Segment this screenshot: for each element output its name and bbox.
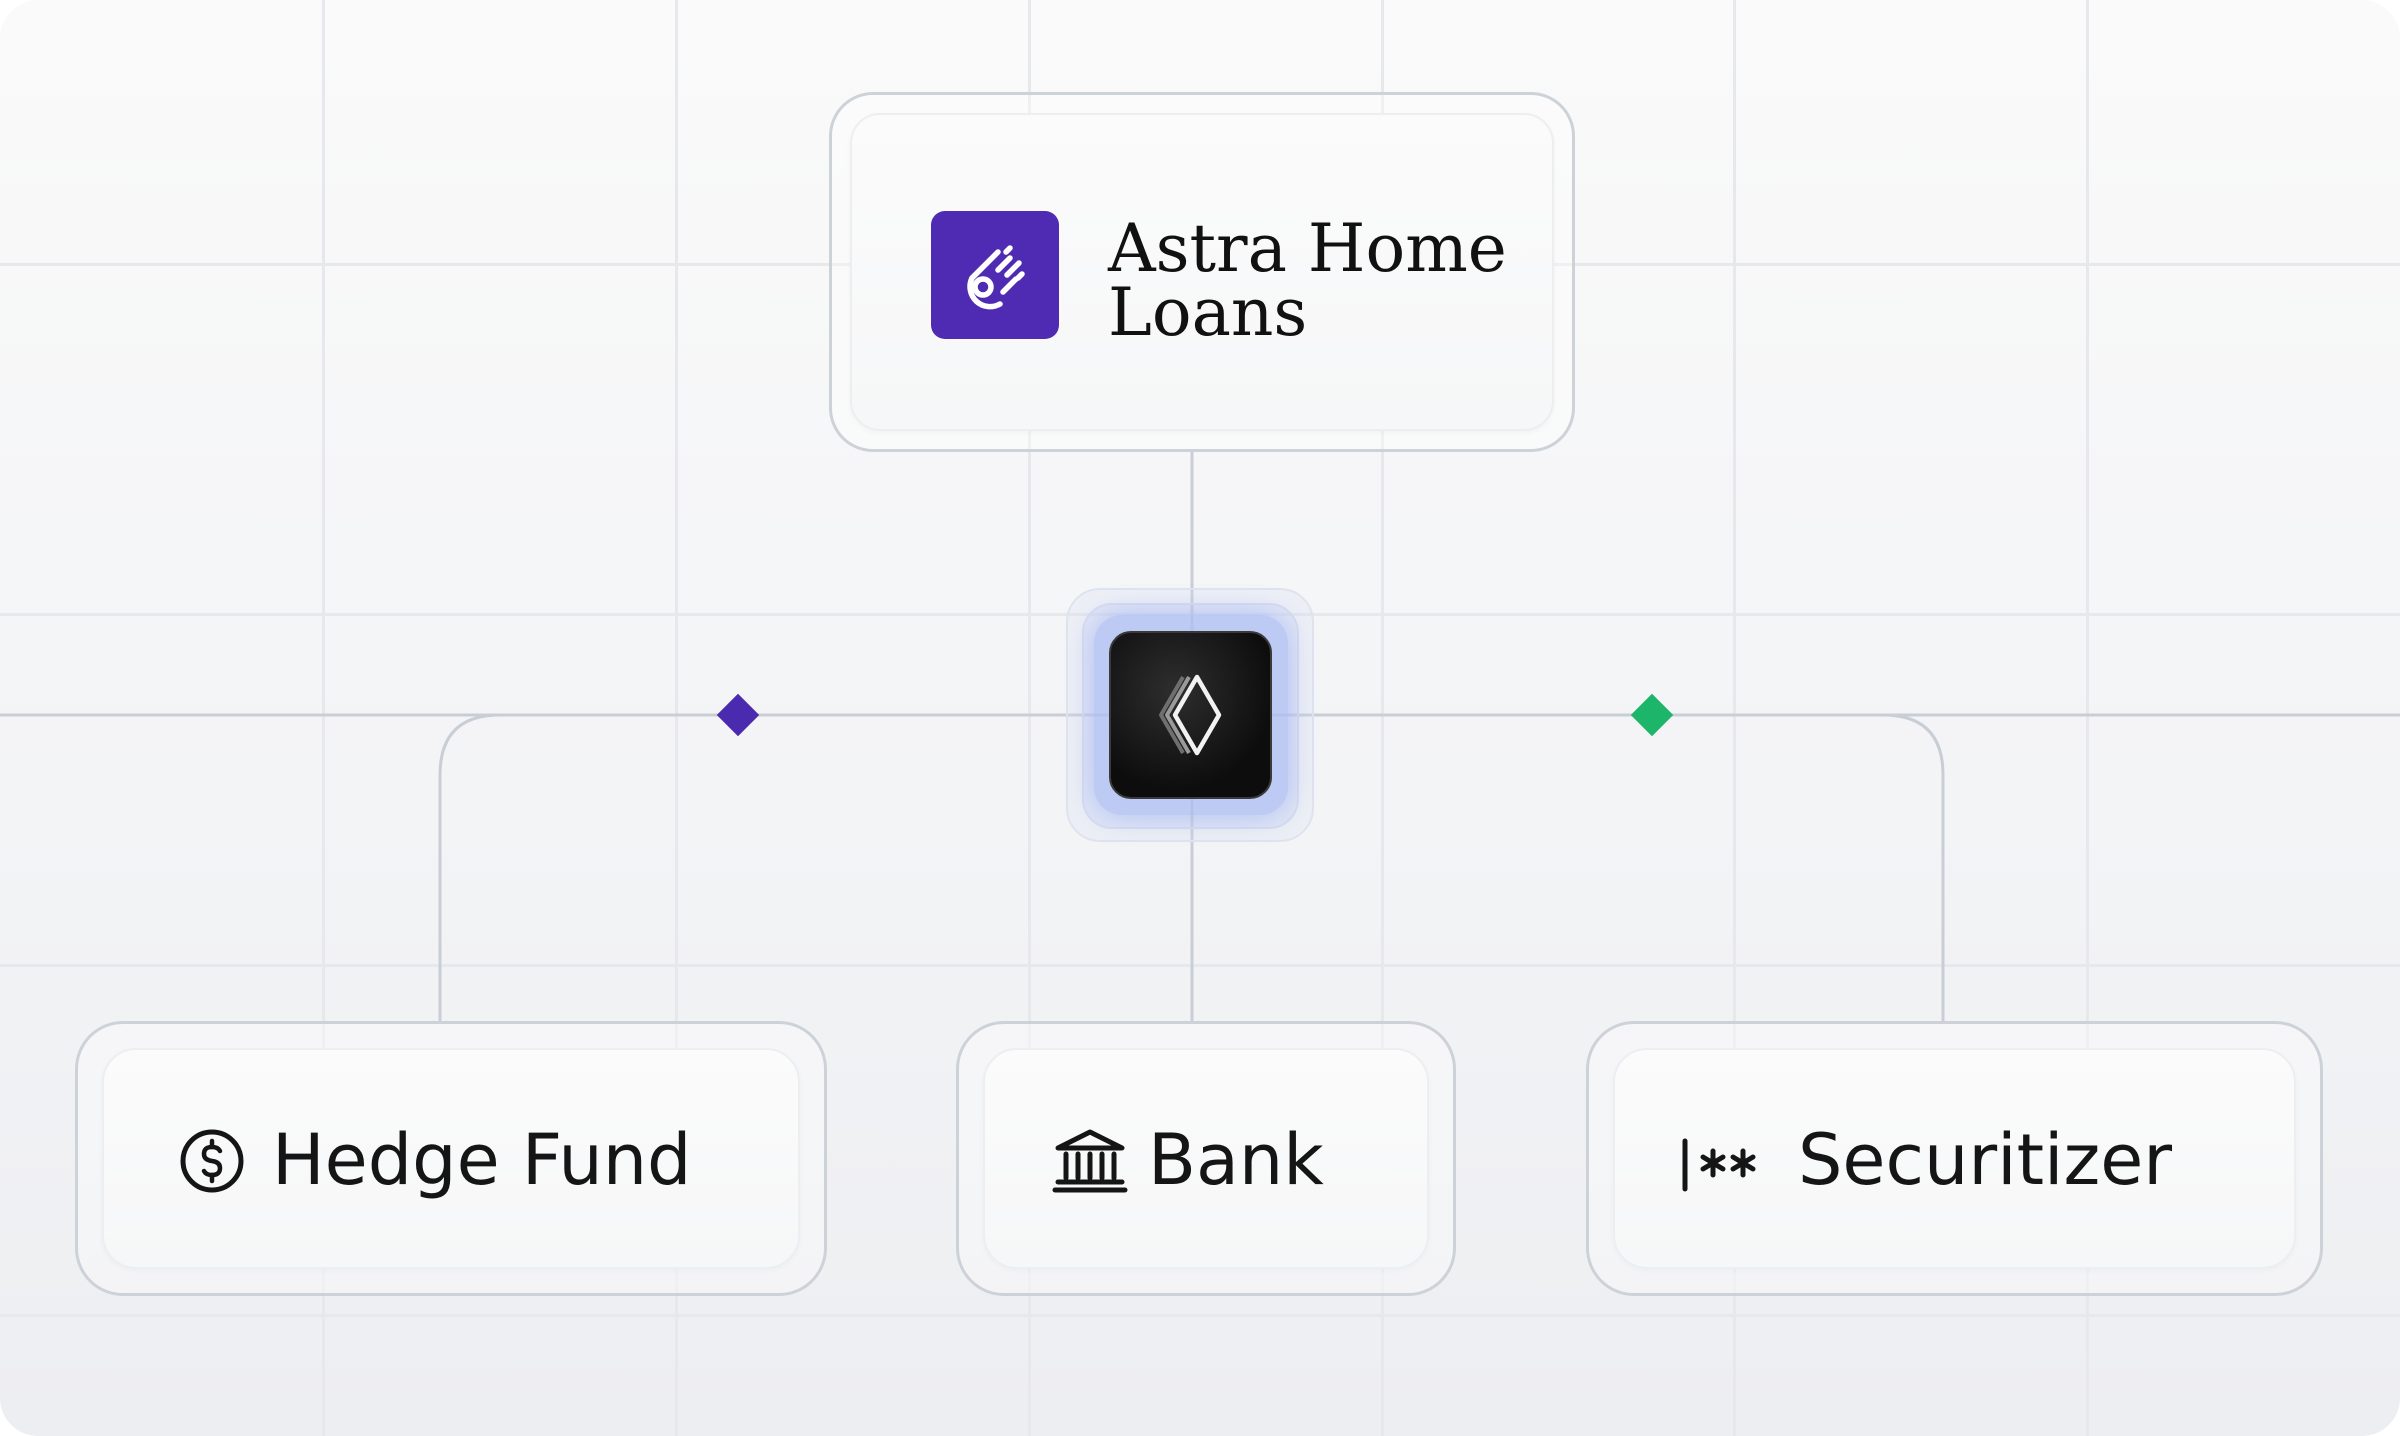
node-inner: Hedge Fund (102, 1048, 800, 1269)
astra-name-line2: Loans (1108, 274, 1308, 351)
purple-diamond-marker (716, 693, 760, 737)
grid-line (1733, 0, 1736, 1436)
securitizer-connector (1314, 713, 1945, 1021)
hedge-fund-node[interactable]: Hedge Fund (75, 1021, 827, 1296)
node-inner: Astra Home Loans (850, 113, 1554, 431)
securitizer-label: Securitizer (1798, 1119, 2173, 1201)
comet-icon (931, 211, 1059, 339)
astra-name-line1: Astra Home (1108, 210, 1507, 287)
bank-building-icon (1052, 1128, 1128, 1194)
grid-line (1028, 0, 1031, 1436)
grid-line (2086, 0, 2089, 1436)
grid-line (322, 0, 325, 1436)
bank-label: Bank (1148, 1119, 1324, 1201)
astra-name: Astra Home Loans (1108, 210, 1528, 351)
grid-line (0, 613, 2400, 616)
layered-diamond-icon (1158, 674, 1221, 756)
astra-home-loans-node[interactable]: Astra Home Loans (829, 92, 1575, 452)
green-diamond-marker (1630, 693, 1674, 737)
grid-line (1381, 0, 1384, 1436)
bank-node[interactable]: Bank (956, 1021, 1456, 1296)
text-cursor-asterisks-icon (1679, 1137, 1759, 1193)
dollar-circle-icon (178, 1127, 246, 1195)
securitizer-node[interactable]: Securitizer (1586, 1021, 2323, 1296)
node-inner: Securitizer (1613, 1048, 2296, 1269)
grid-line (0, 1314, 2400, 1317)
hedge-fund-label: Hedge Fund (272, 1119, 692, 1201)
hedge-fund-connector (438, 713, 1066, 1021)
node-inner: Bank (983, 1048, 1429, 1269)
grid-line (0, 964, 2400, 967)
hub-node[interactable] (1109, 631, 1272, 799)
grid-line (675, 0, 678, 1436)
